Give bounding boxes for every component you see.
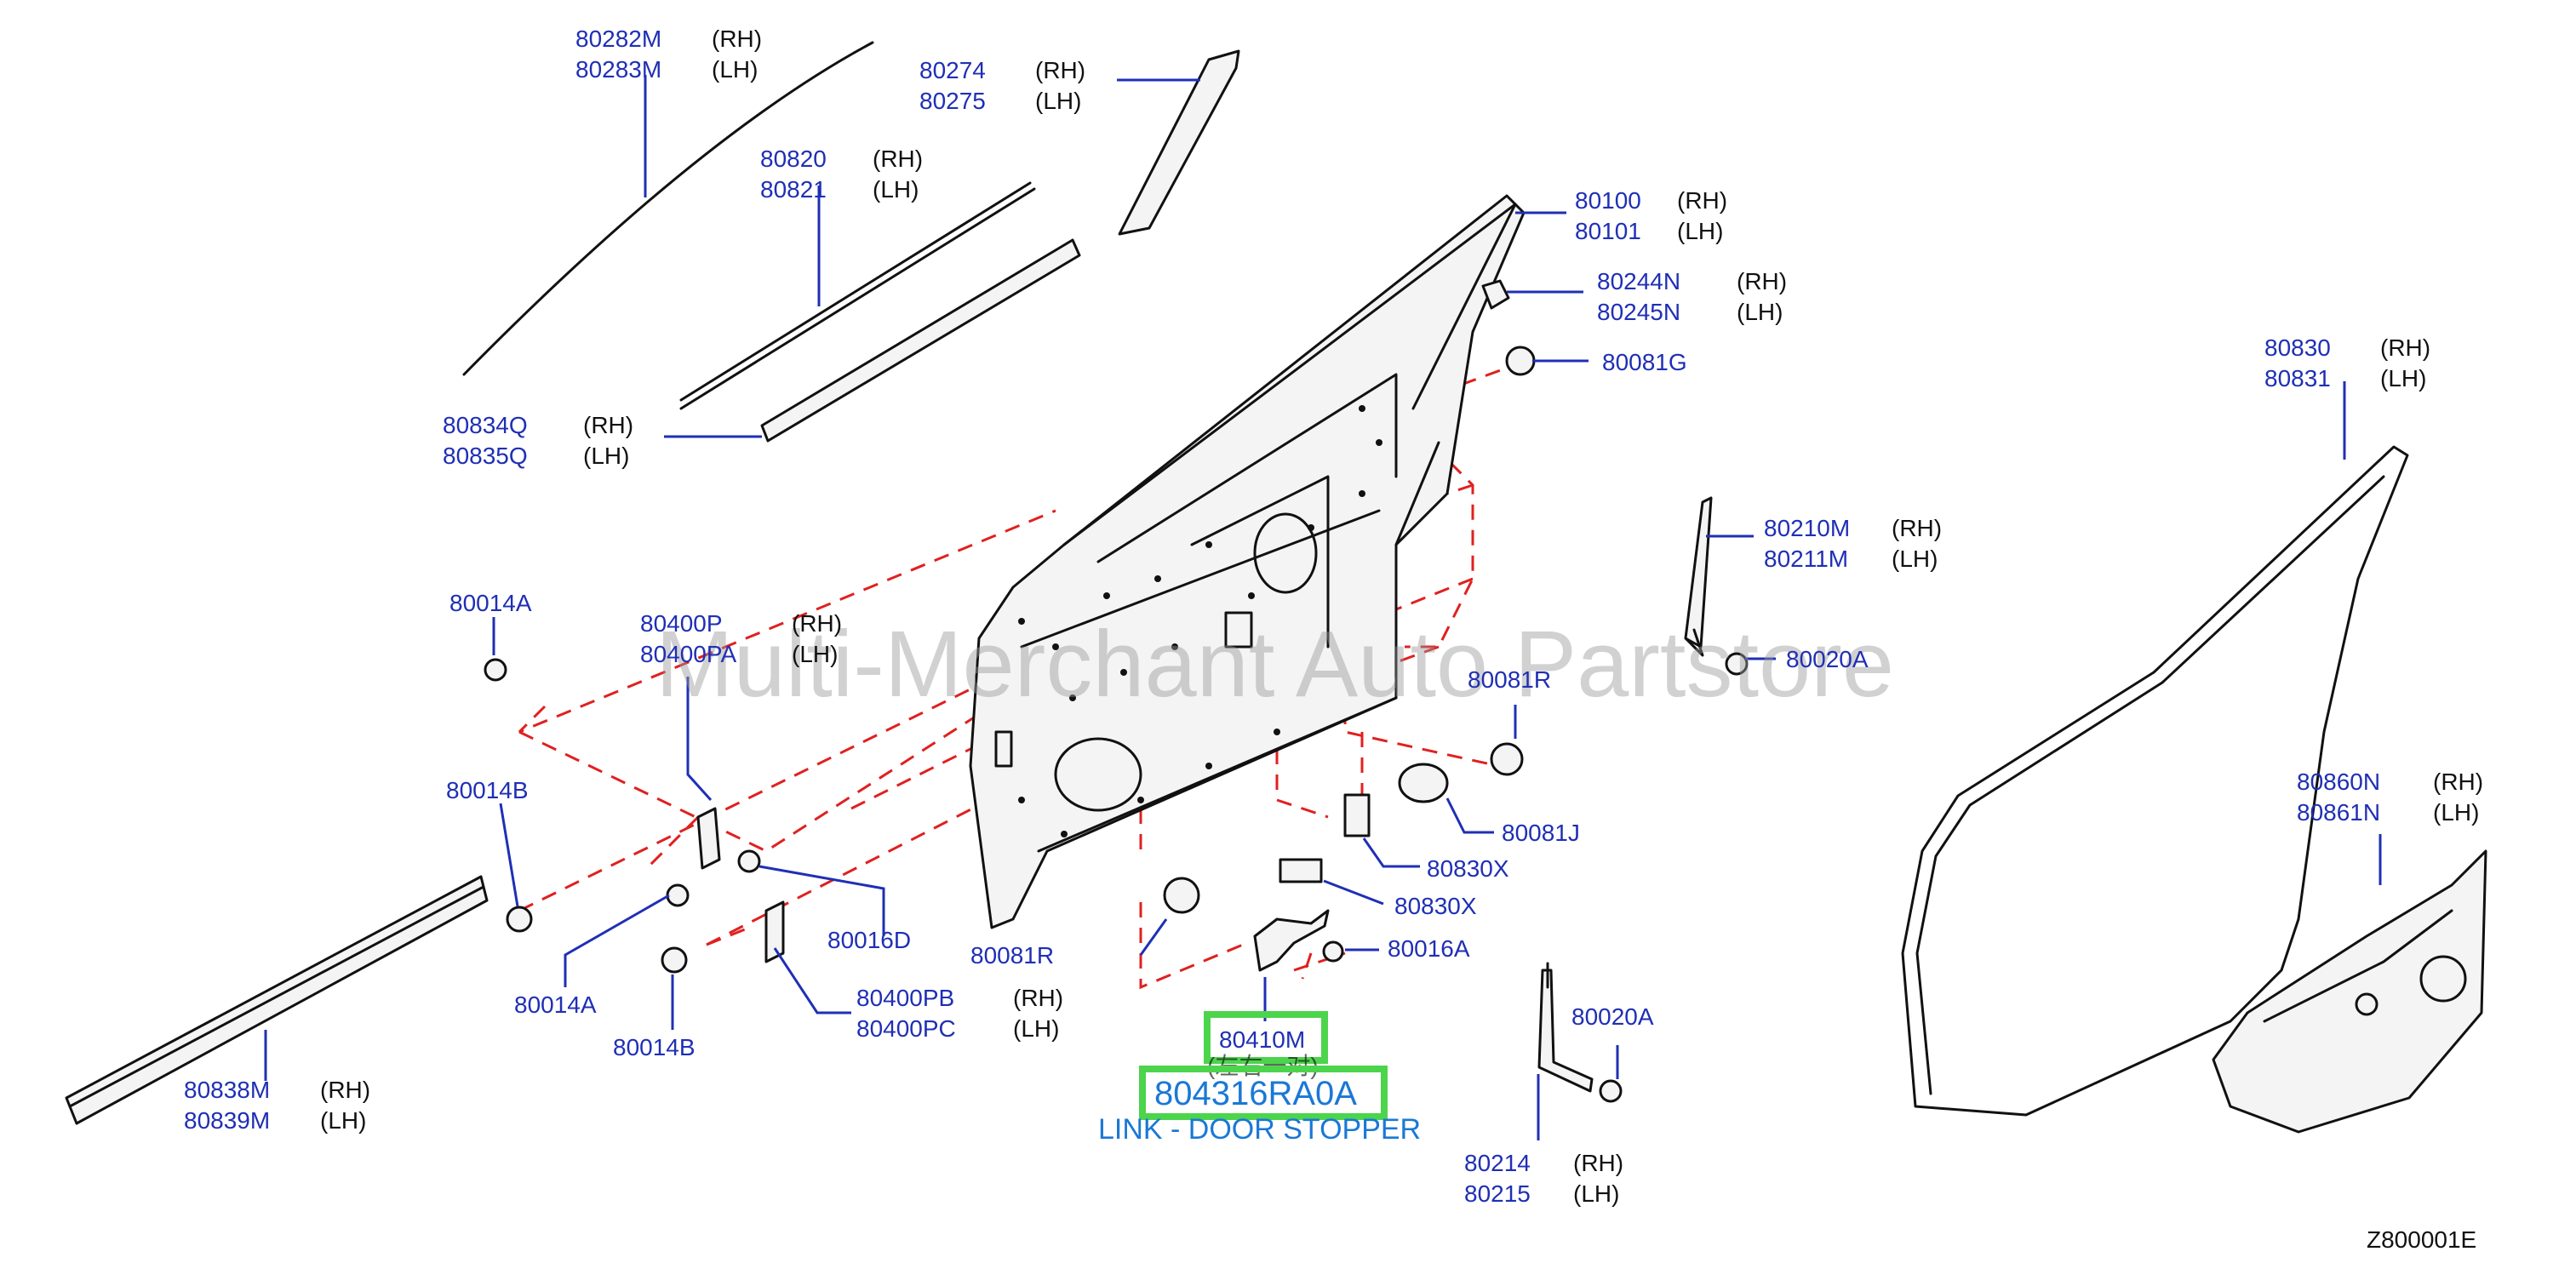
- part-number-label: 80282M: [575, 26, 661, 52]
- part-lower-molding: [65, 875, 489, 1125]
- side-label: (RH): [1892, 515, 1942, 541]
- part-number-label: 80245N: [1597, 299, 1680, 325]
- part-number-label: 80215: [1464, 1180, 1531, 1207]
- part-number-label: 80081R: [970, 942, 1054, 969]
- highlight-box-oem: [1139, 1066, 1388, 1120]
- part-grommet-g: [1505, 346, 1536, 376]
- part-number-label: 80016A: [1388, 935, 1470, 962]
- part-number-label: 80838M: [184, 1077, 270, 1103]
- part-number-label: 80014A: [514, 992, 597, 1018]
- part-number-label: 80861N: [2297, 799, 2380, 826]
- part-number-label: 80081R: [1468, 666, 1551, 693]
- part-bracket: [1537, 969, 1594, 1093]
- part-number-label: 80100: [1575, 187, 1641, 214]
- part-number-label: 80283M: [575, 56, 661, 83]
- side-label: (LH): [712, 56, 758, 83]
- highlight-box-part: [1204, 1011, 1328, 1064]
- side-label: (RH): [1573, 1150, 1623, 1176]
- part-sealing-screen: [2212, 849, 2487, 1134]
- side-label: (LH): [1013, 1015, 1059, 1042]
- side-label: (LH): [1892, 546, 1938, 572]
- part-door-shell: [969, 194, 1526, 929]
- part-outer-weatherstrip: [679, 181, 1032, 402]
- side-label: (LH): [1573, 1180, 1619, 1207]
- part-bolts: [484, 652, 1749, 1103]
- part-number-label: 80214: [1464, 1150, 1531, 1176]
- side-label: (LH): [873, 176, 919, 203]
- highlighted-part: 80410M (左右一对) 804316RA0A LINK - DOOR STO…: [1098, 1011, 1421, 1146]
- side-label: (RH): [1677, 187, 1727, 214]
- side-label: (RH): [1035, 57, 1085, 83]
- part-pad-2: [1279, 858, 1323, 883]
- highlight-oem-number: 804316RA0A: [1154, 1075, 1357, 1112]
- part-number-label: 80830X: [1427, 855, 1509, 882]
- highlight-part-number: 80410M: [1219, 1026, 1305, 1053]
- part-regulator-channel: [1684, 496, 1713, 649]
- part-number-label: 80834Q: [443, 412, 528, 438]
- part-plug-r1: [1490, 742, 1524, 776]
- part-number-label: 80835Q: [443, 443, 528, 469]
- leader-lines: [264, 75, 2382, 1140]
- part-number-label: 80400PC: [856, 1015, 956, 1042]
- highlight-description: LINK - DOOR STOPPER: [1098, 1113, 1421, 1146]
- part-sash-trim: [1118, 49, 1240, 236]
- part-door-stopper: [1253, 909, 1330, 972]
- part-pad-1: [1343, 793, 1371, 837]
- side-label: (RH): [712, 26, 762, 52]
- part-number-label: 80014B: [446, 777, 529, 803]
- part-number-label: 80016D: [827, 927, 911, 953]
- part-number-label: 80830X: [1394, 893, 1477, 919]
- side-label: (RH): [2433, 769, 2483, 795]
- part-plug-j: [1398, 763, 1449, 803]
- part-number-label: 80014A: [449, 590, 532, 616]
- part-number-label: 80020A: [1786, 646, 1869, 672]
- part-roof-molding: [462, 41, 874, 376]
- part-belt-molding: [760, 238, 1081, 443]
- part-number-label: 80081J: [1502, 820, 1580, 846]
- part-number-label: 80275: [919, 88, 986, 114]
- part-number-label: 80274: [919, 57, 986, 83]
- part-number-label: 80839M: [184, 1107, 270, 1134]
- part-plug-r2: [1163, 877, 1200, 914]
- side-label: (RH): [320, 1077, 370, 1103]
- part-number-label: 80400PA: [640, 641, 736, 667]
- side-label: (LH): [2380, 365, 2426, 391]
- side-label: (RH): [792, 610, 842, 637]
- side-label: (LH): [792, 641, 838, 667]
- side-label: (RH): [1013, 985, 1063, 1011]
- part-number-label: 80081G: [1602, 349, 1687, 375]
- part-upper-hinge: [696, 807, 721, 870]
- part-clip: [1481, 279, 1510, 310]
- side-label: (LH): [1737, 299, 1783, 325]
- part-number-label: 80820: [760, 146, 827, 172]
- part-number-label: 80831: [2264, 365, 2331, 391]
- part-number-label: 80020A: [1571, 1003, 1654, 1030]
- figure-code: Z800001E: [2367, 1226, 2476, 1253]
- part-number-label: 80830: [2264, 334, 2331, 361]
- part-number-label: 80860N: [2297, 769, 2380, 795]
- part-number-label: 80400P: [640, 610, 723, 637]
- side-label: (LH): [2433, 799, 2479, 826]
- watermark-text: Multi-Merchant Auto Partstore: [655, 612, 1894, 717]
- part-number-label: 80211M: [1764, 546, 1848, 572]
- part-labels: 80282M 80283M (RH) (LH) 80274 80275 (RH) (LH) 80…: [184, 26, 2483, 1207]
- part-door-weatherstrip: [1901, 445, 2409, 1117]
- part-number-label: 80014B: [613, 1034, 696, 1060]
- side-label: (LH): [1677, 218, 1723, 244]
- side-label: (RH): [1737, 268, 1787, 294]
- side-label: (LH): [583, 443, 629, 469]
- part-number-label: 80244N: [1597, 268, 1680, 294]
- side-label: (LH): [1035, 88, 1081, 114]
- part-number-label: 80400PB: [856, 985, 954, 1011]
- side-label: (RH): [873, 146, 923, 172]
- side-label: (RH): [583, 412, 633, 438]
- side-label: (RH): [2380, 334, 2430, 361]
- part-drawings: [65, 41, 2487, 1134]
- part-number-label: 80821: [760, 176, 827, 203]
- part-lower-hinge: [764, 900, 785, 963]
- part-number-label: 80210M: [1764, 515, 1850, 541]
- part-number-label: 80101: [1575, 218, 1641, 244]
- side-label: (LH): [320, 1107, 366, 1134]
